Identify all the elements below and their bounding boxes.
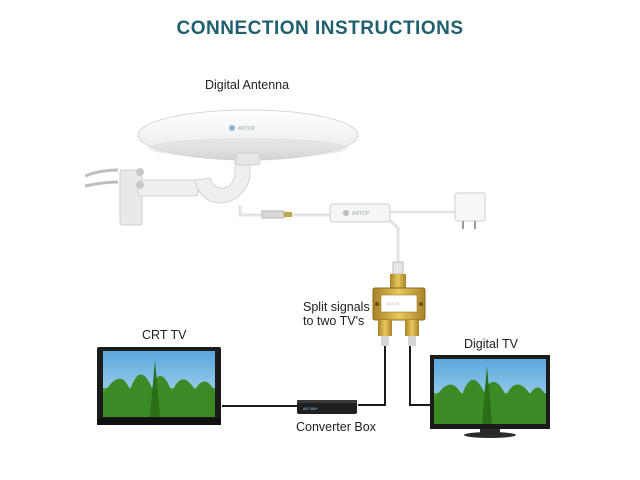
splitter-brand: ANTOP bbox=[386, 301, 400, 306]
cable-splitter-converter bbox=[358, 346, 386, 406]
label-split-signals: Split signals to two TV's bbox=[303, 300, 370, 328]
amplifier-brand: ANTOP bbox=[352, 211, 370, 217]
antenna-arm bbox=[194, 159, 251, 204]
ufo-antenna-icon: ANTOP bbox=[137, 109, 359, 166]
antenna-brand: ANTOP bbox=[238, 126, 256, 132]
label-split-line-2: to two TV's bbox=[303, 314, 365, 328]
tv-icon bbox=[97, 347, 221, 425]
label-split-line-1: Split signals bbox=[303, 300, 370, 314]
label-digital-antenna: Digital Antenna bbox=[205, 78, 290, 92]
converter-brand: AIO 360+ bbox=[303, 407, 318, 411]
coax-cable-antenna bbox=[238, 205, 330, 217]
coax-splitter-icon: ANTOP bbox=[372, 261, 426, 346]
cables bbox=[222, 205, 455, 407]
converter-box-icon: AIO 360+ bbox=[297, 400, 357, 414]
cable-splitter-digital bbox=[409, 346, 432, 406]
coax-connector-icon bbox=[261, 210, 285, 219]
label-digital-tv: Digital TV bbox=[464, 337, 518, 351]
flat-tv-icon bbox=[430, 355, 550, 438]
page-title: CONNECTION INSTRUCTIONS bbox=[176, 18, 464, 39]
label-converter-box: Converter Box bbox=[296, 420, 376, 434]
wall-mount-bracket-icon bbox=[84, 168, 199, 226]
signal-amplifier-icon: ANTOP bbox=[329, 203, 391, 223]
power-adapter-icon bbox=[454, 192, 486, 229]
label-crt-tv: CRT TV bbox=[142, 328, 187, 342]
